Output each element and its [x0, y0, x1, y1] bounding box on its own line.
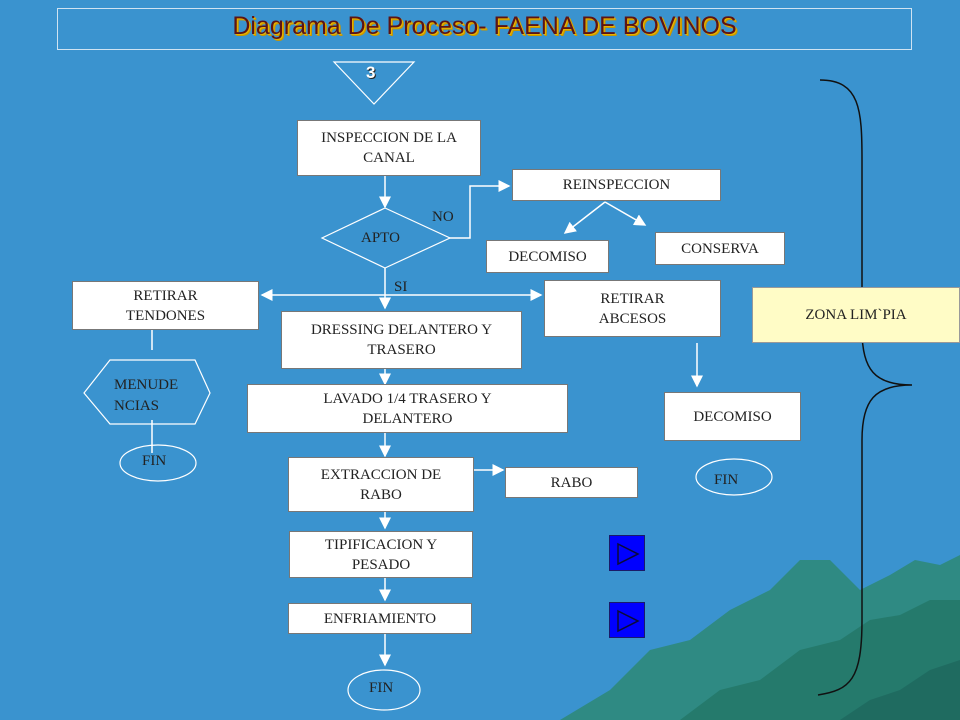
conserva-box: CONSERVA: [655, 232, 785, 265]
fin-label-bottom: FIN: [369, 680, 394, 696]
next-slide-button[interactable]: [609, 535, 645, 571]
dressing-box: DRESSING DELANTERO Y TRASERO: [281, 311, 522, 369]
extraccion-box: EXTRACCION DE RABO: [288, 457, 474, 512]
no-label: NO: [432, 209, 454, 225]
rabo-box: RABO: [505, 467, 638, 498]
enfriamiento-box: ENFRIAMIENTO: [288, 603, 472, 634]
reinspeccion-box: REINSPECCION: [512, 169, 721, 201]
menudencias-label: MENUDE NCIAS: [114, 377, 179, 414]
inspeccion-box: INSPECCION DE LA CANAL: [297, 120, 481, 176]
zona-limpia-label: ZONA LIM`PIA: [752, 287, 960, 343]
si-label: SI: [394, 279, 408, 295]
fin-label-right: FIN: [714, 472, 739, 488]
retirar-tendones-box: RETIRAR TENDONES: [72, 281, 259, 330]
decomiso-box-top: DECOMISO: [486, 240, 609, 273]
connector-number: 3: [366, 63, 376, 82]
lavado-box: LAVADO 1/4 TRASERO Y DELANTERO: [247, 384, 568, 433]
retirar-abcesos-box: RETIRAR ABCESOS: [544, 280, 721, 337]
decomiso-box-right: DECOMISO: [664, 392, 801, 441]
title-frame: [57, 8, 912, 50]
fin-label-left: FIN: [142, 453, 167, 469]
play-forward-icon: [617, 609, 640, 633]
apto-label: APTO: [361, 230, 400, 246]
tipificacion-box: TIPIFICACION Y PESADO: [289, 531, 473, 578]
play-forward-icon: [617, 542, 640, 566]
page-title: Diagrama De Proceso- FAENA DE BOVINOS: [232, 12, 737, 40]
next-slide-button-2[interactable]: [609, 602, 645, 638]
